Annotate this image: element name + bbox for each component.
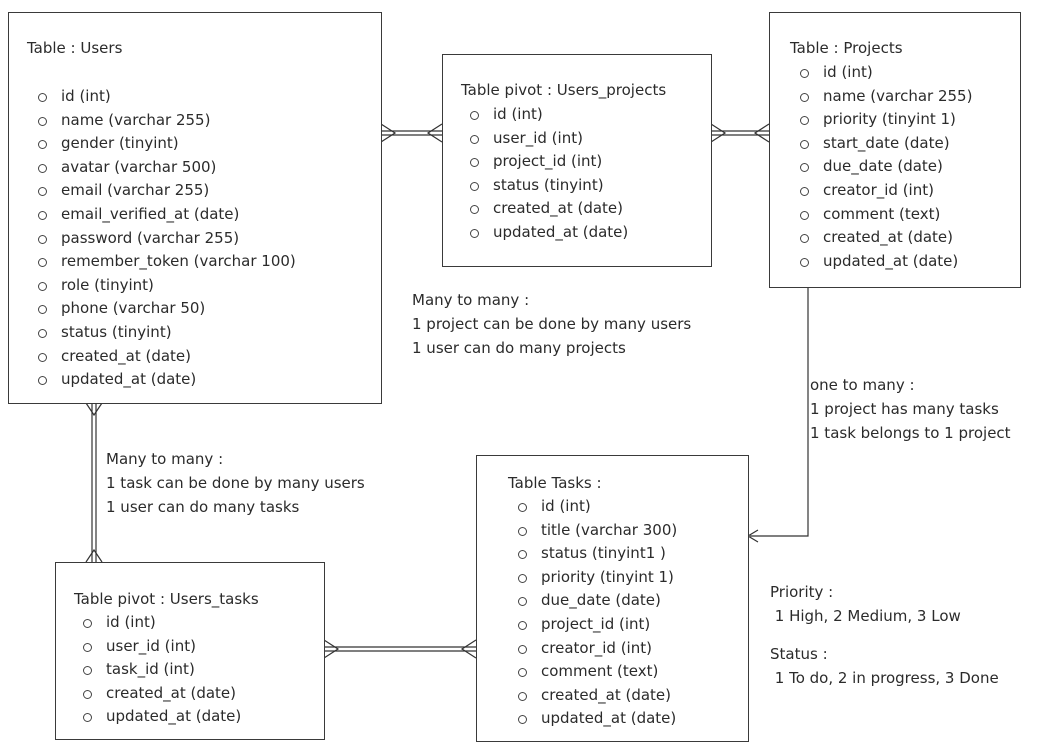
tasks-table-title: Table Tasks : — [508, 474, 602, 492]
note-line: 1 user can do many projects — [412, 339, 626, 357]
users-tasks-relationship-note: Many to many : 1 task can be done by man… — [106, 447, 365, 519]
note-line: 1 project can be done by many users — [412, 315, 692, 333]
note-line: 1 project has many tasks — [810, 400, 999, 418]
field-item: role (tinyint) — [35, 274, 296, 298]
field-item: created_at (date) — [515, 684, 677, 708]
field-item: user_id (int) — [80, 635, 241, 659]
field-item: id (int) — [35, 85, 296, 109]
users-projects-relationship-note: Many to many : 1 project can be done by … — [412, 288, 691, 360]
field-item: priority (tinyint 1) — [797, 108, 972, 132]
field-item: title (varchar 300) — [515, 519, 677, 543]
users-table: Table : Users id (int) name (varchar 255… — [8, 12, 382, 404]
projects-field-list: id (int) name (varchar 255) priority (ti… — [797, 61, 972, 273]
field-item: created_at (date) — [467, 197, 628, 221]
tasks-field-list: id (int) title (varchar 300) status (tin… — [515, 495, 677, 731]
field-item: user_id (int) — [467, 127, 628, 151]
field-item: project_id (int) — [467, 150, 628, 174]
projects-table: Table : Projects id (int) name (varchar … — [769, 12, 1021, 288]
note-line: 1 task belongs to 1 project — [810, 424, 1011, 442]
users-projects-table: Table pivot : Users_projects id (int) us… — [442, 54, 712, 267]
field-item: id (int) — [515, 495, 677, 519]
users-tasks-field-list: id (int) user_id (int) task_id (int) cre… — [80, 611, 241, 729]
field-item: created_at (date) — [797, 226, 972, 250]
users-table-title: Table : Users — [27, 39, 123, 57]
field-item: remember_token (varchar 100) — [35, 250, 296, 274]
users-tasks-table-title: Table pivot : Users_tasks — [74, 590, 259, 608]
connector-users-tasks-tasks — [323, 639, 477, 659]
connector-users-users-tasks — [85, 402, 103, 563]
field-item: status (tinyint) — [467, 174, 628, 198]
field-item: creator_id (int) — [797, 179, 972, 203]
connector-projects-tasks — [746, 287, 809, 543]
note-line: 1 task can be done by many users — [106, 474, 365, 492]
field-item: name (varchar 255) — [797, 85, 972, 109]
connector-users-users-projects — [380, 123, 443, 143]
field-item: due_date (date) — [797, 155, 972, 179]
field-item: id (int) — [467, 103, 628, 127]
field-item: updated_at (date) — [80, 705, 241, 729]
users-projects-table-title: Table pivot : Users_projects — [461, 81, 667, 99]
field-item: updated_at (date) — [515, 707, 677, 731]
note-line: one to many : — [810, 376, 915, 394]
field-item: due_date (date) — [515, 589, 677, 613]
field-item: comment (text) — [797, 203, 972, 227]
legend-values: 1 High, 2 Medium, 3 Low — [770, 607, 961, 625]
field-item: comment (text) — [515, 660, 677, 684]
field-item: id (int) — [80, 611, 241, 635]
status-legend: Status : 1 To do, 2 in progress, 3 Done — [770, 642, 999, 690]
field-item: email_verified_at (date) — [35, 203, 296, 227]
users-tasks-table: Table pivot : Users_tasks id (int) user_… — [55, 562, 325, 740]
field-item: password (varchar 255) — [35, 227, 296, 251]
field-item: task_id (int) — [80, 658, 241, 682]
note-line: Many to many : — [412, 291, 530, 309]
priority-legend: Priority : 1 High, 2 Medium, 3 Low — [770, 580, 961, 628]
field-item: gender (tinyint) — [35, 132, 296, 156]
field-item: status (tinyint) — [35, 321, 296, 345]
field-item: project_id (int) — [515, 613, 677, 637]
note-line: Many to many : — [106, 450, 224, 468]
legend-values: 1 To do, 2 in progress, 3 Done — [770, 669, 999, 687]
field-item: phone (varchar 50) — [35, 297, 296, 321]
projects-tasks-relationship-note: one to many : 1 project has many tasks 1… — [810, 373, 1011, 445]
field-item: creator_id (int) — [515, 637, 677, 661]
connector-users-projects-projects — [710, 123, 770, 143]
field-item: updated_at (date) — [467, 221, 628, 245]
field-item: updated_at (date) — [35, 368, 296, 392]
users-projects-field-list: id (int) user_id (int) project_id (int) … — [467, 103, 628, 245]
field-item: created_at (date) — [35, 345, 296, 369]
field-item: name (varchar 255) — [35, 109, 296, 133]
legend-title: Priority : — [770, 583, 834, 601]
tasks-table: Table Tasks : id (int) title (varchar 30… — [476, 455, 749, 742]
field-item: created_at (date) — [80, 682, 241, 706]
field-item: updated_at (date) — [797, 250, 972, 274]
note-line: 1 user can do many tasks — [106, 498, 300, 516]
field-item: email (varchar 255) — [35, 179, 296, 203]
field-item: avatar (varchar 500) — [35, 156, 296, 180]
field-item: start_date (date) — [797, 132, 972, 156]
users-field-list: id (int) name (varchar 255) gender (tiny… — [35, 85, 296, 392]
field-item: status (tinyint1 ) — [515, 542, 677, 566]
field-item: priority (tinyint 1) — [515, 566, 677, 590]
projects-table-title: Table : Projects — [790, 39, 903, 57]
field-item: id (int) — [797, 61, 972, 85]
legend-title: Status : — [770, 645, 828, 663]
